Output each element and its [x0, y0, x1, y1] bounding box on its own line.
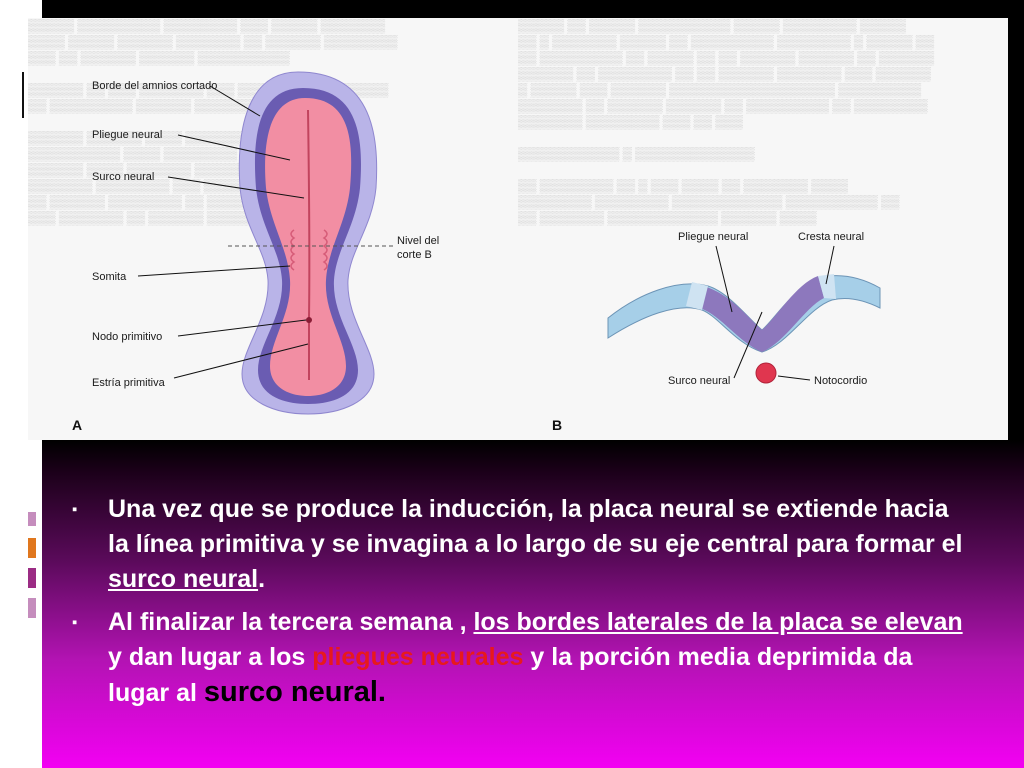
label-neural-crest: Cresta neural	[798, 231, 864, 243]
bullet-list: ▪ Una vez que se produce la inducción, l…	[72, 492, 972, 719]
figure-svg: Borde del amnios cortado Pliegue neural …	[72, 71, 881, 433]
label-notochord: Notocordio	[814, 375, 867, 387]
bullet-1-underlined: surco neural	[108, 565, 259, 593]
bullet-2-mid: y dan lugar a los	[108, 643, 313, 671]
label-neural-fold-b: Pliegue neural	[678, 231, 748, 243]
neural-fold-thickening	[696, 276, 824, 352]
bullet-item-2: ▪ Al finalizar la tercera semana , los b…	[72, 605, 972, 711]
label-amnion-edge: Borde del amnios cortado	[92, 80, 217, 92]
label-somite: Somita	[92, 271, 127, 283]
margin-decoration	[28, 598, 36, 618]
primitive-node-dot	[306, 317, 312, 323]
margin-decoration	[28, 538, 36, 558]
cross-section-view: Pliegue neural Cresta neural Surco neura…	[552, 231, 881, 433]
background-page-text: ▒▒▒▒▒ ▒▒ ▒▒▒▒▒ ▒▒▒▒▒▒▒▒▒▒ ▒▒▒▒▒ ▒▒▒▒▒▒▒▒…	[518, 18, 935, 225]
neural-groove-line	[307, 109, 311, 380]
panel-letter-b: B	[552, 417, 562, 433]
somites	[290, 229, 328, 271]
bullet-2-highlight: pliegues neurales	[312, 643, 524, 671]
bullet-item-1: ▪ Una vez que se produce la inducción, l…	[72, 492, 972, 597]
label-section-level-2: corte B	[397, 249, 432, 261]
bullet-square-icon: ▪	[72, 614, 78, 631]
bullet-1-end: .	[258, 565, 266, 593]
label-primitive-streak: Estría primitiva	[92, 377, 166, 389]
embryo-dorsal-view: Borde del amnios cortado Pliegue neural …	[72, 71, 439, 433]
margin-decoration	[28, 568, 36, 588]
margin-decoration	[28, 512, 36, 526]
text-cursor-mark	[22, 72, 24, 118]
notochord	[755, 362, 777, 384]
bullet-1-text: Una vez que se produce la inducción, la …	[108, 495, 963, 558]
leader-lines	[137, 85, 309, 379]
embryo-figure: ▒▒▒▒▒ ▒▒▒▒▒▒▒▒▒ ▒▒▒▒▒▒▒▒ ▒▒▒ ▒▒▒▒▒ ▒▒▒▒▒…	[28, 18, 1008, 440]
bullet-2-text: Al finalizar la tercera semana ,	[108, 608, 474, 636]
neural-crest-right	[818, 274, 836, 299]
label-neural-groove-b: Surco neural	[668, 375, 730, 387]
neural-plate	[265, 98, 352, 396]
bullet-2-underlined: los bordes laterales de la placa se elev…	[473, 608, 963, 636]
bullet-2-mid2: y la porción media deprimida da lugar al	[108, 643, 913, 707]
label-neural-fold-a: Pliegue neural	[92, 129, 162, 141]
neural-crest-left	[686, 282, 708, 310]
label-neural-groove-a: Surco neural	[92, 171, 154, 183]
label-primitive-node: Nodo primitivo	[92, 331, 162, 343]
label-section-level-1: Nivel del	[397, 235, 439, 247]
panel-letter-a: A	[72, 417, 82, 433]
leader-lines-b	[715, 245, 835, 381]
bullet-square-icon: ▪	[72, 501, 78, 518]
bullet-2-emphasis: surco neural.	[203, 676, 386, 708]
